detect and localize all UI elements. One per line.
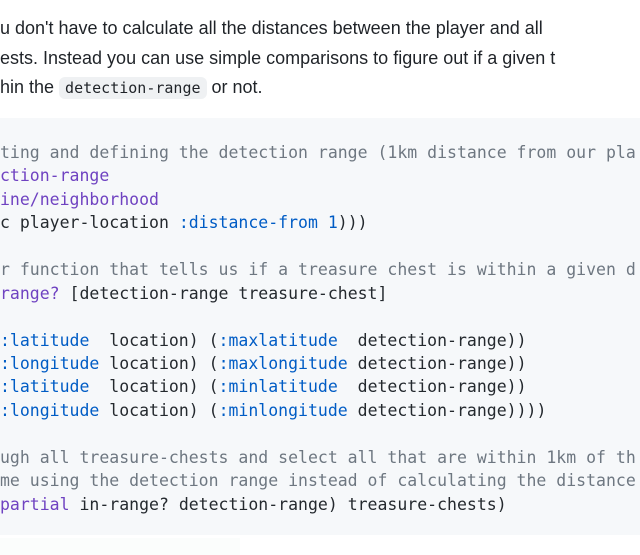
code-line: :latitude location) (:maxlatitude detect…	[0, 329, 640, 352]
code-line: :latitude location) (:minlatitude detect…	[0, 375, 640, 398]
code-line	[0, 422, 640, 445]
code-block: ting and defining the detection range (1…	[0, 118, 640, 535]
code-segment-cm: r function that tells us if a treasure c…	[0, 260, 636, 280]
code-segment-pl: detection-range))	[337, 377, 527, 397]
paragraph-text: ests. Instead you can use simple compari…	[0, 47, 556, 68]
code-segment-pl: in-range? detection-range) treasure-ches…	[69, 494, 507, 514]
code-segment-en: range?	[0, 283, 60, 303]
code-line: c player-location :distance-from 1)))	[0, 211, 640, 234]
code-segment-pl: location) (	[99, 400, 219, 420]
code-line: r function that tells us if a treasure c…	[0, 258, 640, 281]
code-segment-pl: detection-range))	[347, 353, 527, 373]
code-segment-pl	[318, 213, 328, 232]
code-segment-pl: detection-range))))	[347, 400, 547, 420]
code-segment-kw: :distance-from	[178, 213, 318, 233]
code-segment-pl: c player-location	[0, 213, 179, 233]
code-segment-kw: 1	[327, 213, 338, 233]
paragraph: u don't have to calculate all the distan…	[0, 14, 640, 103]
paragraph-line: u don't have to calculate all the distan…	[0, 14, 640, 44]
code-segment-en: ction-range	[0, 166, 110, 186]
code-segment-kw: :minlongitude	[218, 400, 348, 420]
code-line: ine/neighborhood	[0, 188, 640, 211]
next-block-edge	[0, 538, 240, 555]
code-segment-pl: )))	[337, 213, 368, 233]
code-segment-kw: :longitude	[0, 353, 100, 373]
code-segment-kw: :maxlongitude	[218, 353, 348, 373]
code-segment-pl: [detection-range treasure-chest]	[59, 283, 388, 303]
paragraph-line: hin the detection-range or not.	[0, 73, 640, 103]
code-segment-en: ine/neighborhood	[0, 189, 159, 209]
code-segment-kw: :latitude	[0, 377, 90, 397]
code-line: range? [detection-range treasure-chest]	[0, 282, 640, 305]
code-segment-en: partial	[0, 494, 70, 514]
paragraph-text: or not.	[206, 77, 263, 97]
inline-code: detection-range	[59, 77, 207, 99]
code-segment-cm: me using the detection range instead of …	[0, 471, 636, 491]
code-segment-kw: :maxlatitude	[218, 330, 338, 350]
paragraph-line: ests. Instead you can use simple compari…	[0, 44, 640, 74]
code-segment-cm: ting and defining the detection range (1…	[0, 143, 636, 162]
code-line: me using the detection range instead of …	[0, 469, 640, 492]
paragraph-text: hin the	[0, 77, 60, 97]
code-segment-pl: location) (	[89, 330, 219, 350]
code-segment-kw: :latitude	[0, 330, 90, 350]
code-segment-kw: :minlatitude	[218, 377, 338, 397]
code-line: partial in-range? detection-range) treas…	[0, 493, 640, 516]
code-segment-pl: location) (	[99, 353, 219, 373]
code-line	[0, 235, 640, 258]
code-segment-cm: ugh all treasure-chests and select all t…	[0, 447, 636, 467]
code-segment-kw: :longitude	[0, 400, 100, 420]
code-line: :longitude location) (:minlongitude dete…	[0, 399, 640, 422]
code-line: ting and defining the detection range (1…	[0, 141, 640, 164]
code-line	[0, 305, 640, 328]
code-line: :longitude location) (:maxlongitude dete…	[0, 352, 640, 375]
code-segment-pl: detection-range))	[337, 330, 527, 350]
code-line: ugh all treasure-chests and select all t…	[0, 446, 640, 469]
paragraph-text: u don't have to calculate all the distan…	[0, 18, 543, 38]
code-line: ction-range	[0, 164, 640, 187]
code-segment-pl: location) (	[89, 377, 219, 397]
